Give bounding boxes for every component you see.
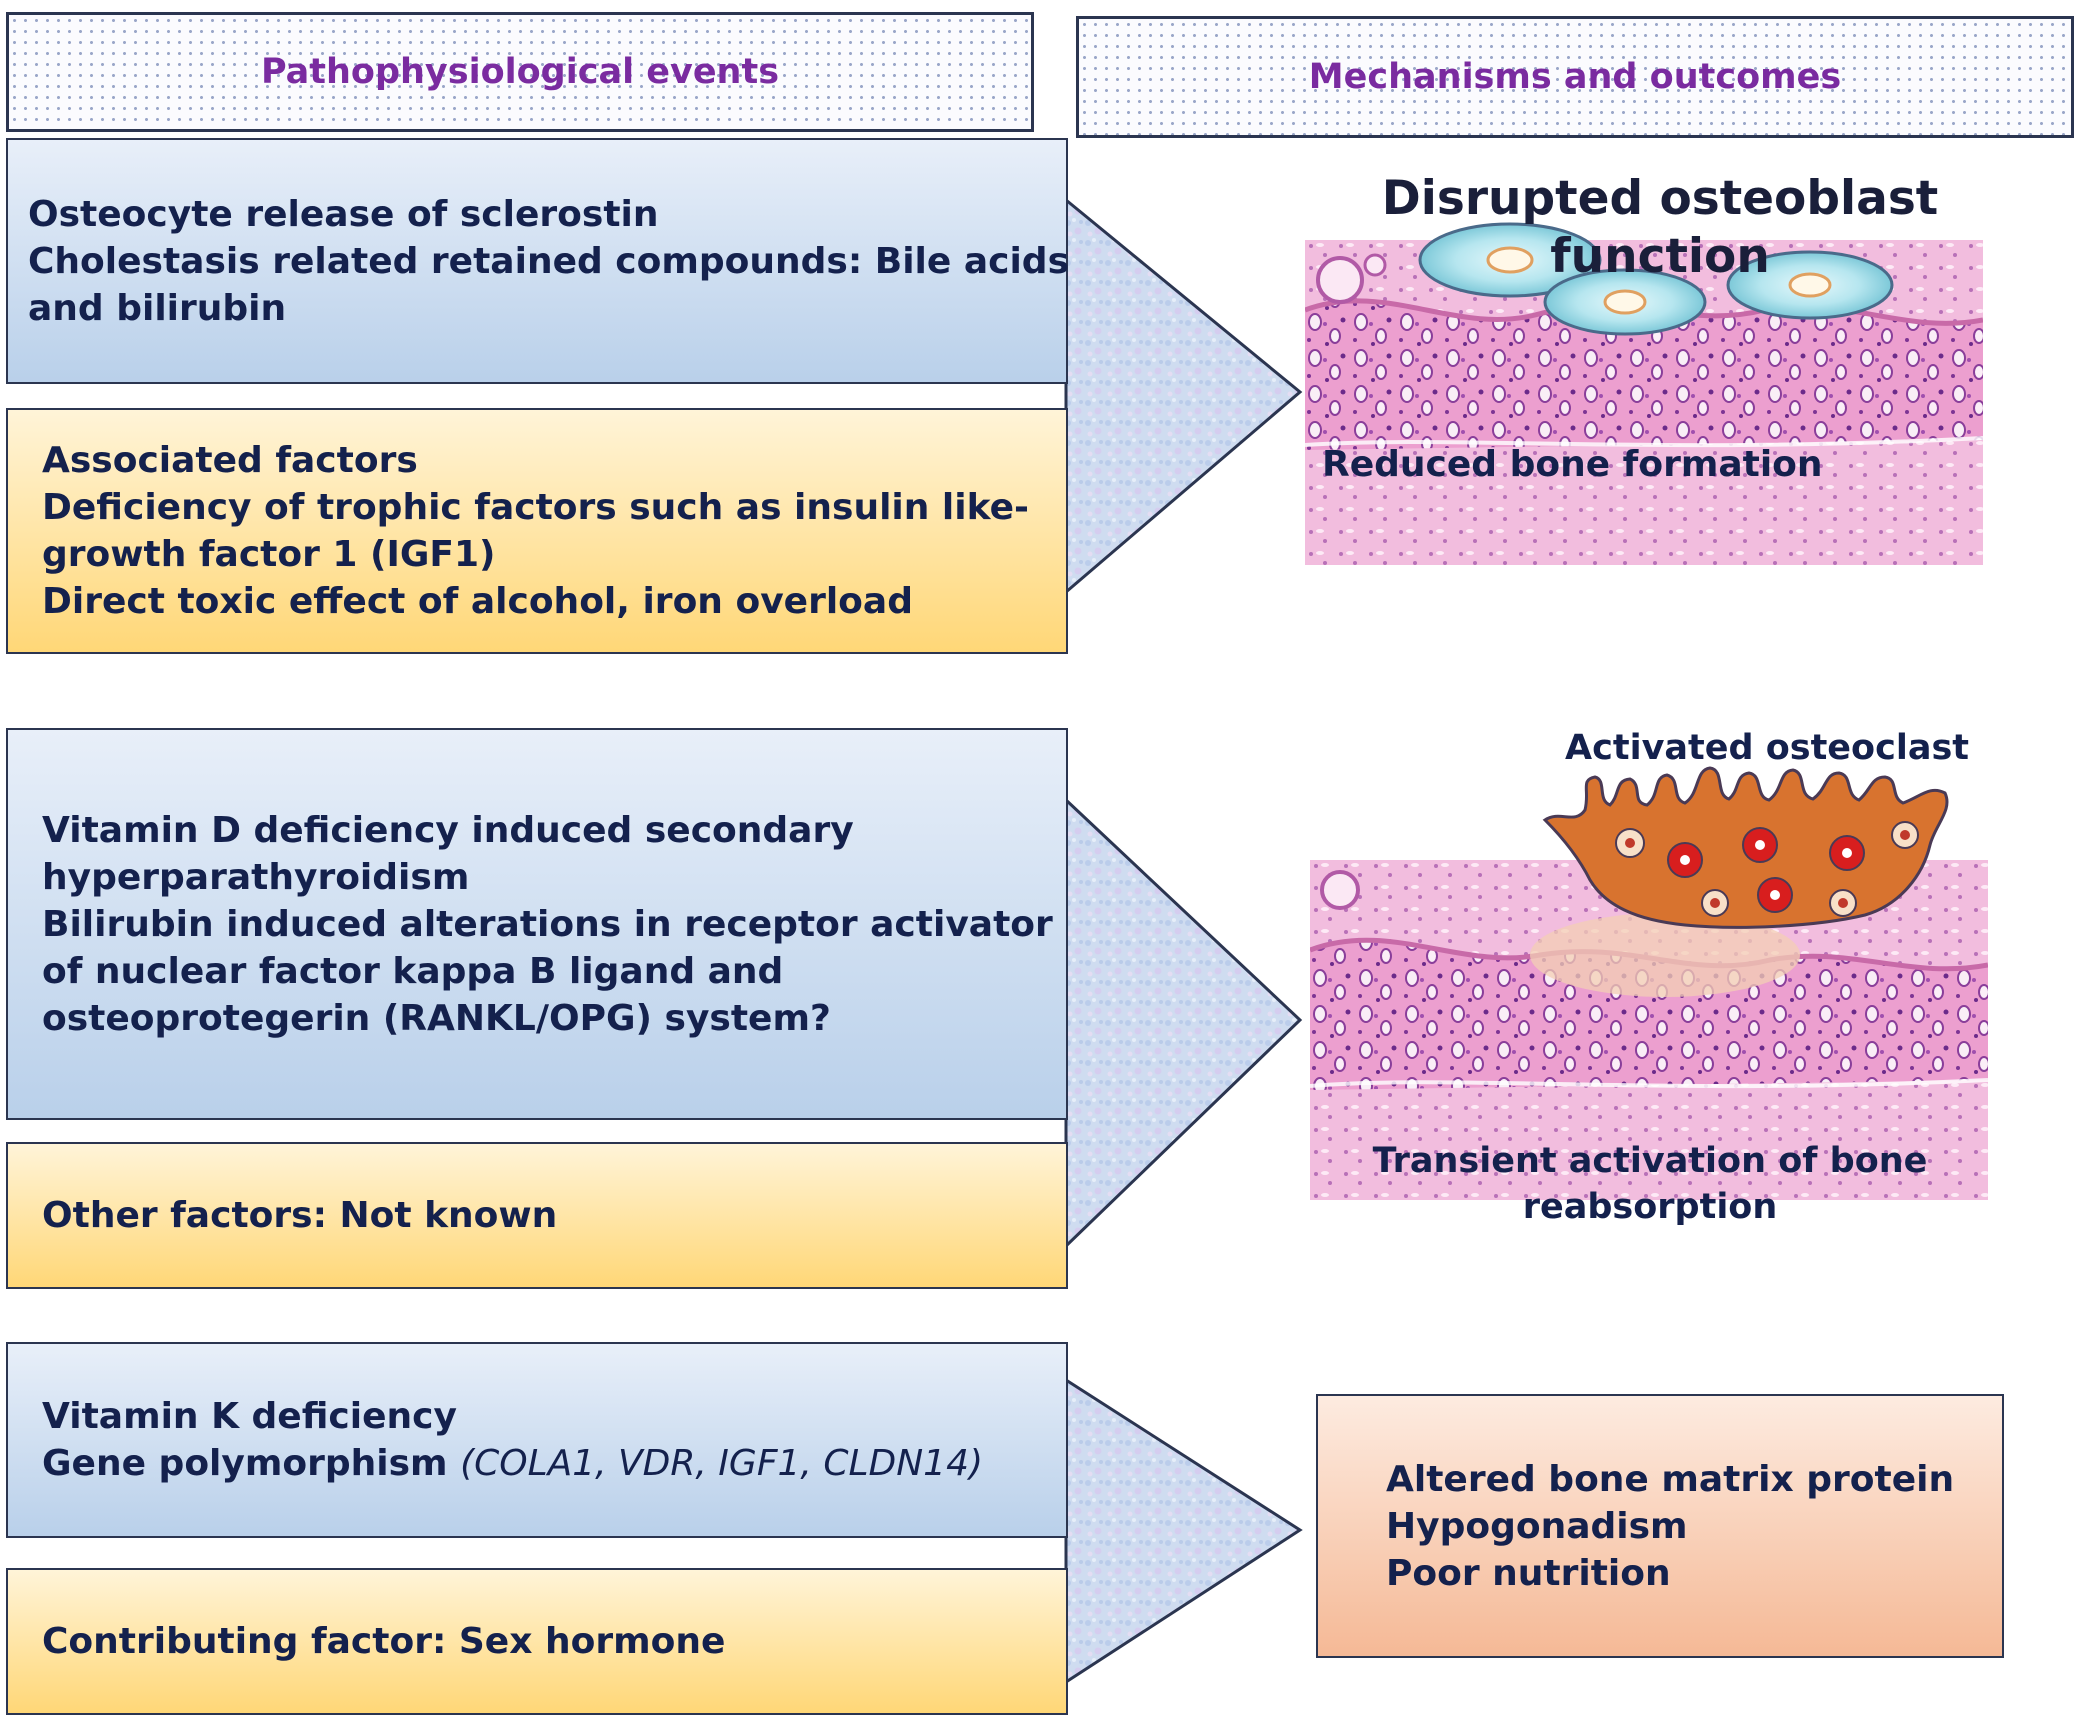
osteoblast-cell xyxy=(1543,268,1707,336)
group2-yellow-box: Other factors: Not known xyxy=(6,1142,1068,1289)
arrow-group-2 xyxy=(1064,798,1303,1248)
group3-blue-line: Gene polymorphism (COLA1, VDR, IGF1, CLD… xyxy=(42,1440,1066,1487)
gene-list: (COLA1, VDR, IGF1, CLDN14) xyxy=(460,1443,984,1484)
osteoclast-nucleus xyxy=(1829,889,1857,917)
outcome-line: Altered bone matrix protein xyxy=(1386,1458,1955,1500)
osteoclast-nucleus xyxy=(1829,835,1865,871)
osteoclast-figure-title: Activated osteoclast xyxy=(1565,728,1970,768)
group1-yellow-box: Associated factors Deficiency of trophic… xyxy=(6,408,1068,654)
group1-yellow-line: Deficiency of trophic factors such as in… xyxy=(42,487,1029,528)
header-left-label: Pathophysiological events xyxy=(260,52,780,92)
group2-blue-box: Vitamin D deficiency induced secondary h… xyxy=(6,728,1068,1120)
group2-blue-line: of nuclear factor kappa B ligand and xyxy=(42,950,784,992)
group1-blue-line: Cholestasis related retained compounds: … xyxy=(28,240,1069,282)
outcome-transient-line: Transient activation of bone xyxy=(1372,1141,1928,1181)
osteoclast-nucleus xyxy=(1742,827,1778,863)
outcome-line: Poor nutrition xyxy=(1386,1552,1671,1594)
group3-blue-line: Vitamin K deficiency xyxy=(42,1396,457,1437)
osteoclast-nucleus xyxy=(1701,889,1729,917)
group2-yellow-line: Other factors: Not known xyxy=(42,1195,558,1236)
osteoclast-nucleus xyxy=(1891,821,1919,849)
osteoblast-cell xyxy=(1726,250,1894,320)
group1-blue-box: Osteocyte release of sclerostin Cholesta… xyxy=(6,138,1069,384)
osteoblast-title-line: Disrupted osteoblast xyxy=(1381,171,1939,226)
gene-polymorphism-label: Gene polymorphism xyxy=(42,1443,461,1484)
group1-yellow-line: growth factor 1 (IGF1) xyxy=(42,534,496,575)
header-pathophysiological-events: Pathophysiological events xyxy=(6,12,1034,132)
osteoblast-cell-icons xyxy=(1418,222,1894,336)
group2-blue-line: Bilirubin induced alterations in recepto… xyxy=(42,903,1053,945)
osteoblast-figure-title: Disrupted osteoblast function xyxy=(1370,170,1950,286)
group3-yellow-line: Contributing factor: Sex hormone xyxy=(42,1621,726,1662)
arrow-group-1 xyxy=(1064,198,1303,594)
outcome-transient-line: reabsorption xyxy=(1522,1187,1778,1227)
outcome-box-other: Altered bone matrix protein Hypogonadism… xyxy=(1316,1394,2004,1658)
group1-yellow-line: Associated factors xyxy=(42,440,418,481)
group1-yellow-line: Direct toxic effect of alcohol, iron ove… xyxy=(42,581,913,622)
osteoclast-nucleus xyxy=(1667,842,1703,878)
osteoblast-cell xyxy=(1418,222,1602,298)
osteoclast-histology-image xyxy=(1310,860,1988,1200)
osteoclast-cell-icon xyxy=(1542,766,1949,929)
group3-yellow-box: Contributing factor: Sex hormone xyxy=(6,1568,1068,1715)
osteoclast-nucleus xyxy=(1615,828,1645,858)
group2-blue-line: Vitamin D deficiency induced secondary xyxy=(42,809,854,851)
osteoclast-nucleus xyxy=(1757,877,1793,913)
header-right-label: Mechanisms and outcomes xyxy=(1308,57,1842,97)
osteoblast-title-line: function xyxy=(1550,229,1770,284)
group2-blue-line: hyperparathyroidism xyxy=(42,856,470,898)
outcome-reduced-bone-formation: Reduced bone formation xyxy=(1322,444,1823,485)
arrow-group-3 xyxy=(1064,1378,1303,1684)
group3-blue-box: Vitamin K deficiency Gene polymorphism (… xyxy=(6,1342,1068,1538)
group1-blue-line: and bilirubin xyxy=(28,287,287,329)
outcome-transient-activation: Transient activation of bone reabsorptio… xyxy=(1360,1138,1940,1230)
group2-blue-line: osteoprotegerin (RANKL/OPG) system? xyxy=(42,997,831,1039)
outcome-line: Hypogonadism xyxy=(1386,1505,1688,1547)
group1-blue-line: Osteocyte release of sclerostin xyxy=(28,193,659,235)
header-mechanisms-outcomes: Mechanisms and outcomes xyxy=(1076,16,2074,138)
